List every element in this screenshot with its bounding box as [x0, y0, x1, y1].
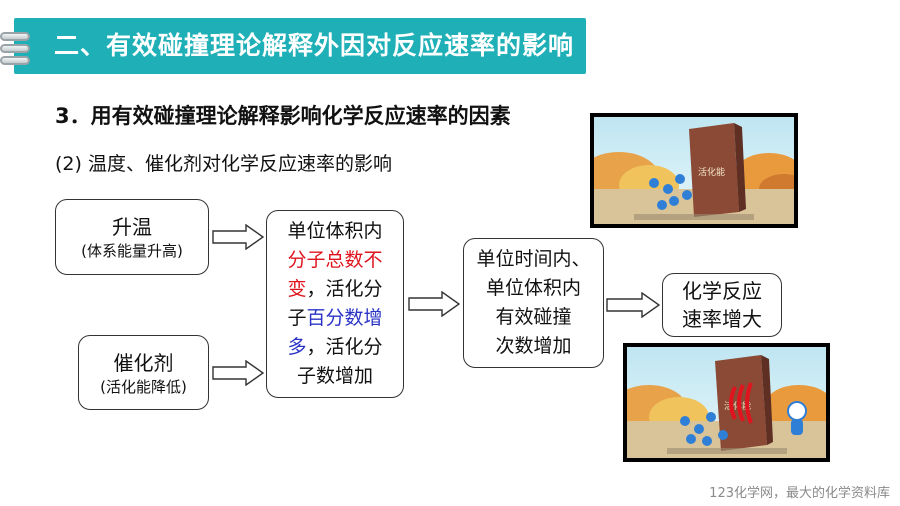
- result-box: 化学反应 速率增大: [662, 273, 782, 337]
- sub-subtitle: (2) 温度、催化剂对化学反应速率的影响: [55, 153, 392, 175]
- center-line-6: 子数增加: [296, 365, 373, 387]
- result-line-1: 化学反应: [682, 279, 762, 303]
- collision-line-3: 有效碰撞: [495, 306, 572, 328]
- arrow-right-icon: [212, 360, 264, 386]
- molecule-change-box: 单位体积内 分子总数不 变，活化分 子百分数增 多，活化分 子数增加: [266, 210, 404, 398]
- total-molecules-text: 分子总数不: [287, 249, 383, 271]
- illustration-scene: 活化能: [594, 117, 794, 224]
- temperature-label: 升温: [112, 215, 152, 239]
- temperature-note: (体系能量升高): [81, 242, 183, 260]
- section-title: 二、有效碰撞理论解释外因对反应速率的影响: [54, 31, 575, 60]
- temperature-box: 升温 (体系能量升高): [55, 199, 209, 275]
- activation-energy-illustration-bottom: 活化能: [623, 343, 830, 462]
- activation-energy-illustration-top: 活化能: [590, 113, 798, 228]
- illustration-scene: 活化能: [627, 347, 826, 458]
- center-line-5: ，活化分: [306, 336, 383, 358]
- percentage-increase-text: 百分数增: [306, 307, 383, 329]
- wall-label-top: 活化能: [698, 166, 725, 178]
- result-line-2: 速率增大: [682, 307, 762, 331]
- arrow-right-icon: [606, 292, 660, 318]
- center-line-3: ，活化分: [306, 278, 383, 300]
- section-header: 二、有效碰撞理论解释外因对反应速率的影响: [14, 18, 586, 74]
- effective-collision-box: 单位时间内、 单位体积内 有效碰撞 次数增加: [463, 238, 604, 368]
- catalyst-note: (活化能降低): [100, 377, 187, 396]
- collision-line-2: 单位体积内: [485, 277, 581, 299]
- footer-credit: 123化学网，最大的化学资料库: [709, 486, 890, 501]
- catalyst-label: 催化剂: [113, 350, 174, 375]
- more-text: 多: [287, 336, 307, 358]
- binder-rings-icon: [0, 26, 34, 66]
- collision-line-4: 次数增加: [495, 335, 572, 357]
- subtitle: 3．用有效碰撞理论解释影响化学反应速率的因素: [55, 104, 511, 128]
- center-line-4-prefix: 子: [287, 307, 307, 329]
- center-line-1: 单位体积内: [287, 220, 383, 242]
- arrow-right-icon: [408, 291, 460, 317]
- collision-line-1: 单位时间内、: [476, 248, 591, 270]
- arrow-right-icon: [212, 224, 264, 250]
- catalyst-box: 催化剂 (活化能降低): [78, 335, 209, 410]
- unchanged-text: 变: [287, 278, 307, 300]
